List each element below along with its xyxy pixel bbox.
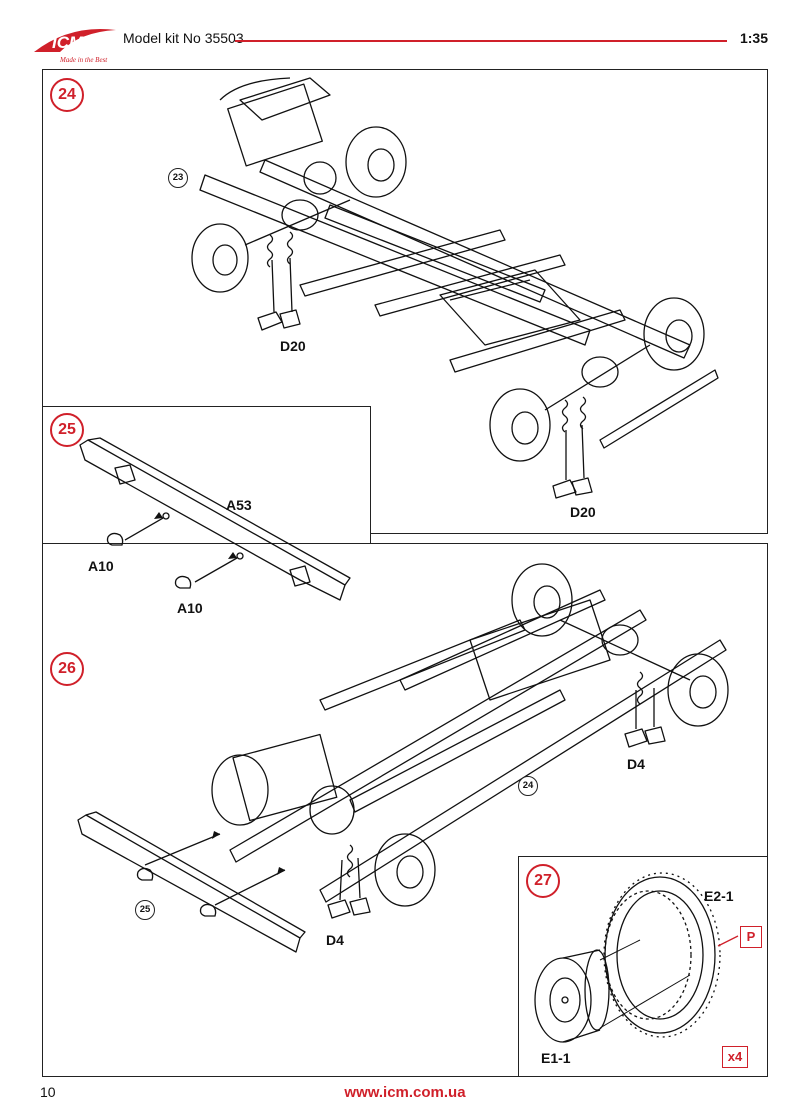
step-26-chassis (77, 563, 729, 953)
part-label-e1-1: E1-1 (541, 1050, 571, 1066)
part-label-e2-1: E2-1 (704, 888, 734, 904)
part-label-d20: D20 (280, 338, 306, 354)
paint-code-badge: P (740, 926, 762, 948)
scale-label: 1:35 (739, 30, 768, 46)
step-27-badge: 27 (526, 864, 560, 898)
part-label-a53: A53 (226, 497, 252, 513)
part-label-d20: D20 (570, 504, 596, 520)
svg-text:ICM: ICM (52, 33, 84, 52)
part-label-a10: A10 (177, 600, 203, 616)
step-27-panel (518, 856, 768, 1077)
page-header: ICM Made in the Best Model kit No 35503 … (0, 0, 810, 66)
svg-text:Made in the Best: Made in the Best (59, 56, 108, 64)
part-label-a10: A10 (88, 558, 114, 574)
step-25-badge: 25 (50, 413, 84, 447)
quantity-badge: x4 (722, 1046, 748, 1068)
part-label-d4: D4 (326, 932, 344, 948)
ref-step-24: 24 (518, 776, 538, 796)
ref-step-25: 25 (135, 900, 155, 920)
header-rule (235, 40, 727, 42)
page-number: 10 (40, 1084, 56, 1100)
part-label-d4: D4 (627, 756, 645, 772)
ref-step-23: 23 (168, 168, 188, 188)
icm-logo: ICM Made in the Best (34, 28, 116, 64)
step-26-badge: 26 (50, 652, 84, 686)
step-25-bumper (79, 437, 351, 601)
step-27-wheel (534, 872, 739, 1043)
step-24-chassis (191, 77, 719, 499)
step-24-badge: 24 (50, 78, 84, 112)
footer-url[interactable]: www.icm.com.ua (344, 1084, 466, 1101)
kit-number: Model kit No 35503 (123, 30, 244, 46)
